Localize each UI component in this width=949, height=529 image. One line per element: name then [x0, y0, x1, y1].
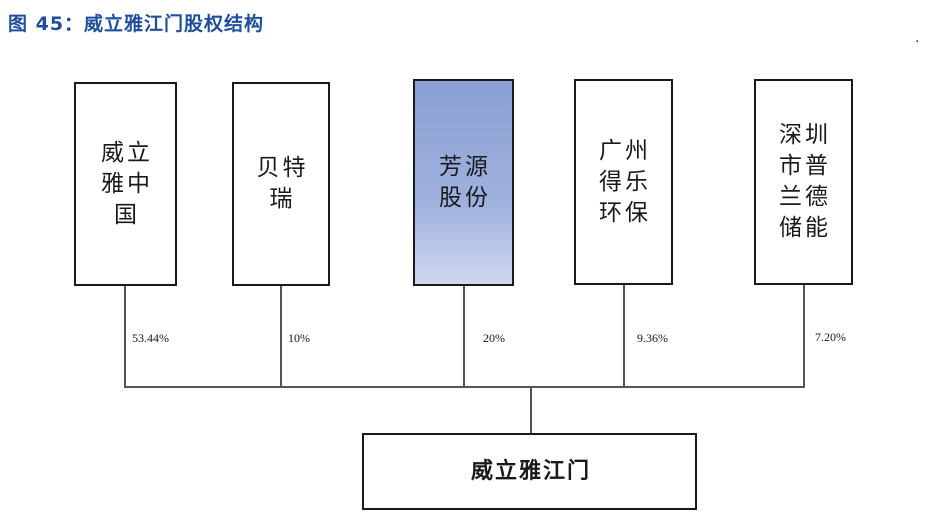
stray-marker: . — [915, 30, 920, 46]
shareholder-name: 芳源 股份 — [439, 153, 491, 211]
connector-line — [280, 286, 282, 387]
connector-line — [803, 285, 805, 387]
ownership-percentage: 20% — [483, 331, 505, 345]
shareholder-box-fangyuan: 芳源 股份 — [413, 79, 514, 286]
shareholder-name: 威立 雅中 国 — [101, 139, 153, 228]
connector-line — [530, 386, 532, 434]
shareholder-name: 贝特 瑞 — [256, 155, 309, 212]
shareholder-box-btr: 贝特 瑞 — [232, 82, 330, 286]
figure-title: 图 45：威立雅江门股权结构 — [8, 13, 265, 35]
connector-line — [623, 285, 625, 387]
target-company-name: 威立雅江门 — [470, 458, 591, 484]
connector-line — [463, 286, 465, 387]
shareholder-box-shenzhen-pulande: 深圳 市普 兰德 储能 — [754, 79, 853, 285]
target-company-box: 威立雅江门 — [362, 433, 697, 510]
shareholder-box-guangzhou-dele: 广州 得乐 环保 — [574, 79, 673, 285]
shareholder-box-veolia-china: 威立 雅中 国 — [74, 82, 177, 286]
shareholder-name: 深圳 市普 兰德 储能 — [779, 122, 831, 241]
shareholder-name: 广州 得乐 环保 — [599, 137, 651, 226]
ownership-percentage: 7.20% — [815, 330, 846, 344]
ownership-percentage: 10% — [288, 331, 310, 345]
ownership-percentage: 53.44% — [132, 331, 169, 345]
connector-line — [124, 286, 126, 387]
ownership-percentage: 9.36% — [637, 331, 668, 345]
connector-bus — [124, 386, 805, 388]
